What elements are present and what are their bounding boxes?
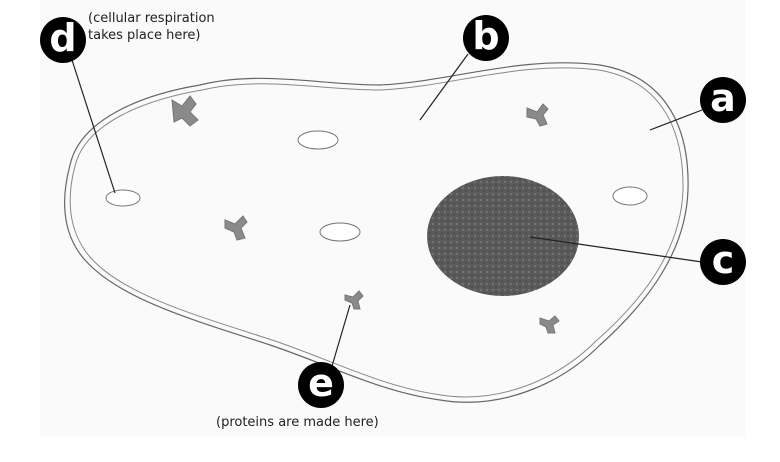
ribosomes [171, 95, 560, 334]
label-a: a [700, 77, 746, 123]
mitochondrion [297, 130, 339, 150]
leader-lines [71, 53, 703, 367]
ribosome [526, 103, 549, 127]
note-e: (proteins are made here) [216, 415, 379, 430]
note-d-line1: (cellular respiration [88, 11, 215, 26]
cell-membrane [64, 62, 689, 403]
ribosome [539, 315, 560, 334]
label-d: d [40, 17, 86, 63]
label-e: e [298, 362, 344, 408]
nucleus [427, 176, 579, 296]
ribosome [344, 290, 364, 310]
label-b: b [463, 15, 509, 61]
cell-membrane-inner [69, 67, 684, 398]
mitochondrion [105, 189, 141, 207]
label-c: c [700, 239, 746, 285]
note-d: (cellular respiration takes place here) [88, 10, 215, 44]
mitochondria [105, 130, 648, 242]
mitochondrion [612, 186, 648, 206]
ribosome [171, 95, 199, 127]
mitochondrion [319, 222, 361, 242]
note-d-line2: takes place here) [88, 28, 201, 43]
ribosome [224, 215, 248, 241]
